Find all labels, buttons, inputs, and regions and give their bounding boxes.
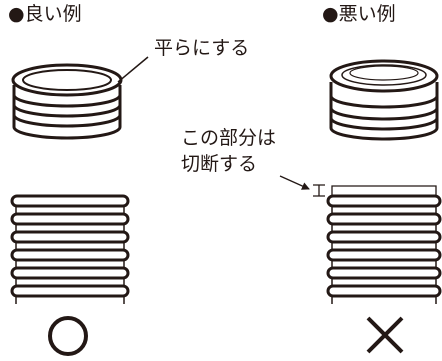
bad-hose-end-3d: [329, 59, 439, 141]
cut-part-indicator: [279, 175, 325, 197]
cut-note-line-2: 切断する: [181, 153, 258, 175]
flatten-note-label: 平らにする: [154, 37, 250, 59]
bad-example-label: ●悪い例: [322, 3, 396, 25]
bad-hose-section: [326, 185, 442, 304]
bad-cross-mark: [366, 316, 404, 354]
good-hose-section: [10, 194, 130, 304]
good-hose-end-3d: [11, 63, 123, 140]
cut-note-line-1: この部分は: [181, 127, 277, 149]
good-example-label: ●良い例: [8, 3, 82, 25]
cut-note-label: この部分は 切断する: [181, 125, 276, 177]
good-circle-mark: [48, 316, 88, 356]
flatten-leader-line: [117, 56, 149, 83]
